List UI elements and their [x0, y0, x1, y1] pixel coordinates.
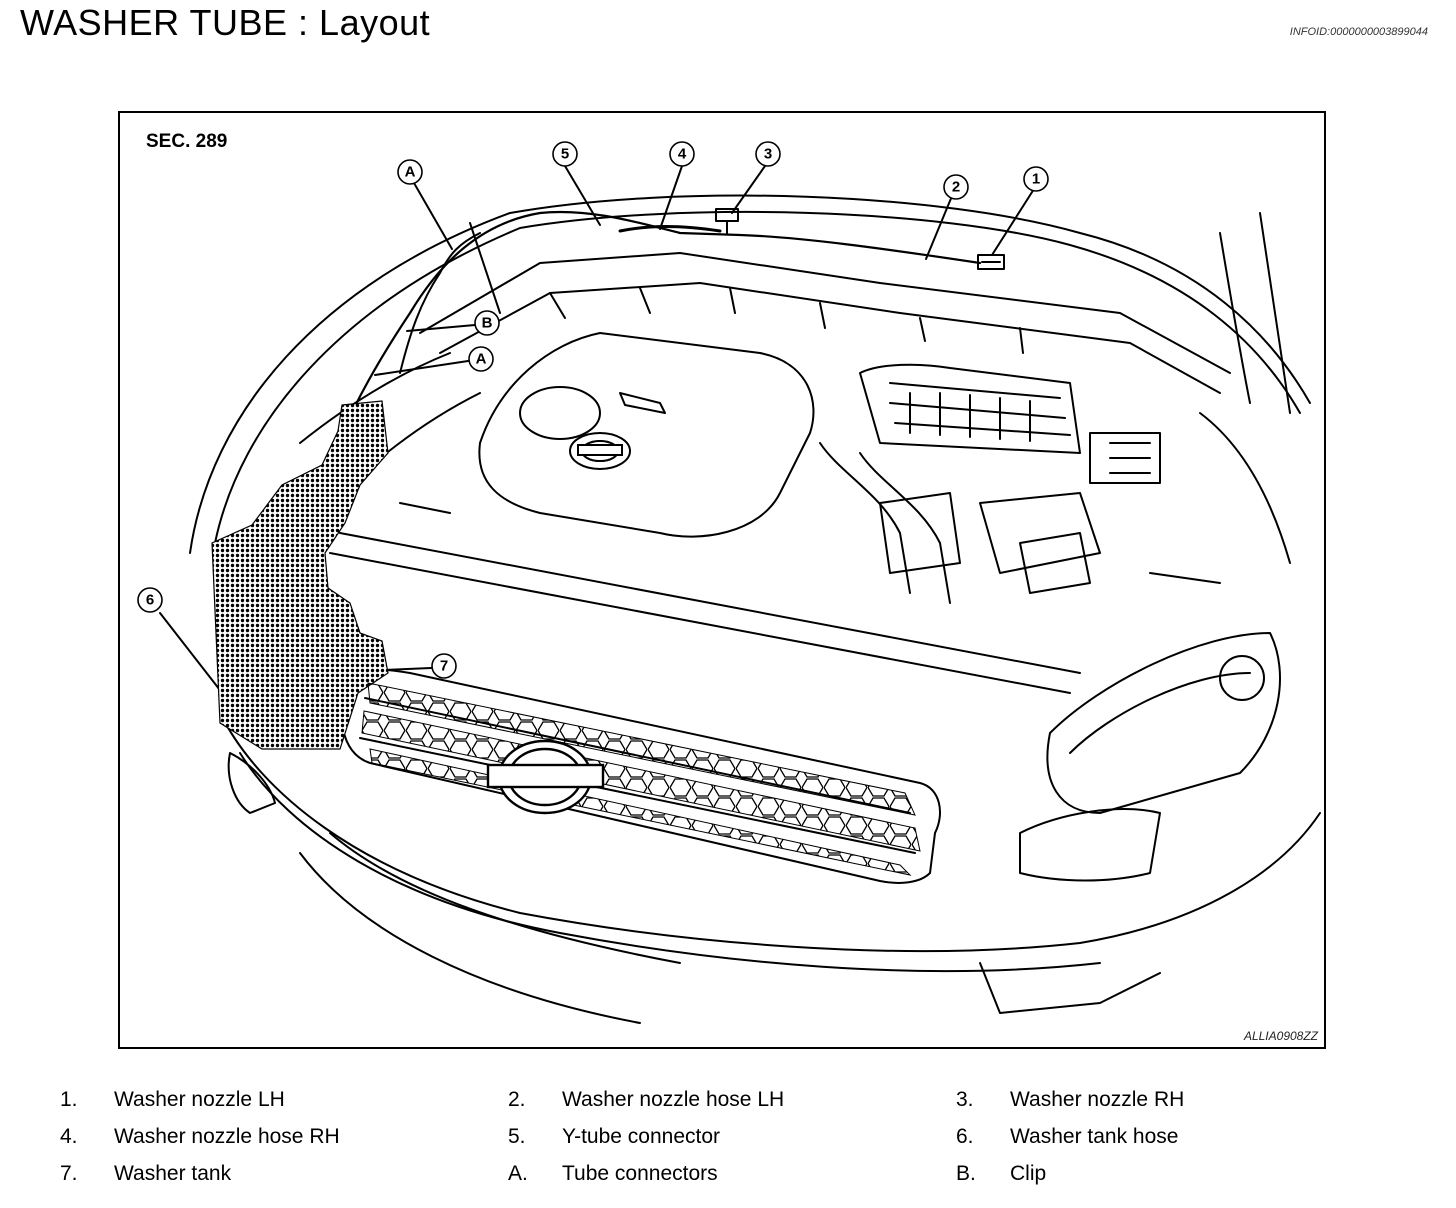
legend-number: 4. — [60, 1125, 78, 1148]
legend-text: Y-tube connector — [562, 1125, 721, 1148]
callout-label: 1 — [1032, 171, 1040, 188]
legend-text: Tube connectors — [562, 1162, 718, 1185]
legend-number: 7. — [60, 1162, 78, 1185]
callout-label: B — [482, 315, 493, 332]
engine-cover — [478, 332, 815, 538]
callout-1 — [1023, 166, 1049, 192]
callout-a-top — [397, 159, 423, 185]
page-title: WASHER TUBE : Layout — [20, 2, 431, 43]
legend-number: 2. — [508, 1088, 526, 1111]
callout-label: A — [476, 351, 487, 368]
legend: 1. Washer nozzle LH 2. Washer nozzle hos… — [0, 1080, 1456, 1200]
legend-text: Washer tank — [114, 1162, 232, 1185]
legend-number: B. — [956, 1162, 976, 1185]
callout-label: 3 — [764, 146, 772, 163]
hood-outline — [189, 194, 1311, 554]
washer-tube — [313, 210, 982, 535]
callout-label: 7 — [440, 658, 448, 675]
callout-b — [474, 310, 500, 336]
callout-label: 4 — [678, 146, 687, 163]
info-id: INFOID:0000000003899044 — [1289, 26, 1428, 38]
engine-bay-illustration: 1 2 3 4 5 6 7 A B A — [137, 141, 1321, 1024]
section-label: SEC. 289 — [146, 131, 228, 152]
legend-number: A. — [508, 1162, 528, 1185]
grille-outline — [340, 668, 941, 884]
callout-label: 6 — [146, 592, 154, 609]
callout-4 — [669, 141, 695, 167]
legend-number: 1. — [60, 1088, 78, 1111]
callout-3 — [755, 141, 781, 167]
legend-text: Washer tank hose — [1010, 1125, 1179, 1148]
callout-2 — [943, 174, 969, 200]
grille-emblem — [486, 739, 605, 815]
legend-text: Washer nozzle LH — [114, 1088, 285, 1111]
headlamp-right — [1046, 632, 1281, 814]
front-bumper — [219, 712, 1321, 953]
figure-frame: 1 2 3 4 5 6 7 A B A SEC. 289 ALLIA0908ZZ — [118, 111, 1326, 1049]
legend-text: Washer nozzle RH — [1010, 1088, 1185, 1111]
callout-5 — [552, 141, 578, 167]
callout-label: 2 — [952, 179, 960, 196]
washer-tank — [211, 400, 389, 750]
callouts — [137, 141, 1049, 679]
callout-6 — [137, 587, 163, 613]
figure-id: ALLIA0908ZZ — [1243, 1029, 1318, 1043]
callout-a-mid — [468, 346, 494, 372]
callout-label: A — [405, 164, 416, 181]
legend-text: Clip — [1010, 1162, 1047, 1185]
callout-label: 5 — [561, 146, 569, 163]
legend-text: Washer nozzle hose RH — [114, 1125, 340, 1148]
grille-mesh — [367, 682, 916, 816]
callout-7 — [431, 653, 457, 679]
legend-number: 3. — [956, 1088, 974, 1111]
legend-text: Washer nozzle hose LH — [562, 1088, 785, 1111]
legend-number: 5. — [508, 1125, 526, 1148]
legend-number: 6. — [956, 1125, 974, 1148]
